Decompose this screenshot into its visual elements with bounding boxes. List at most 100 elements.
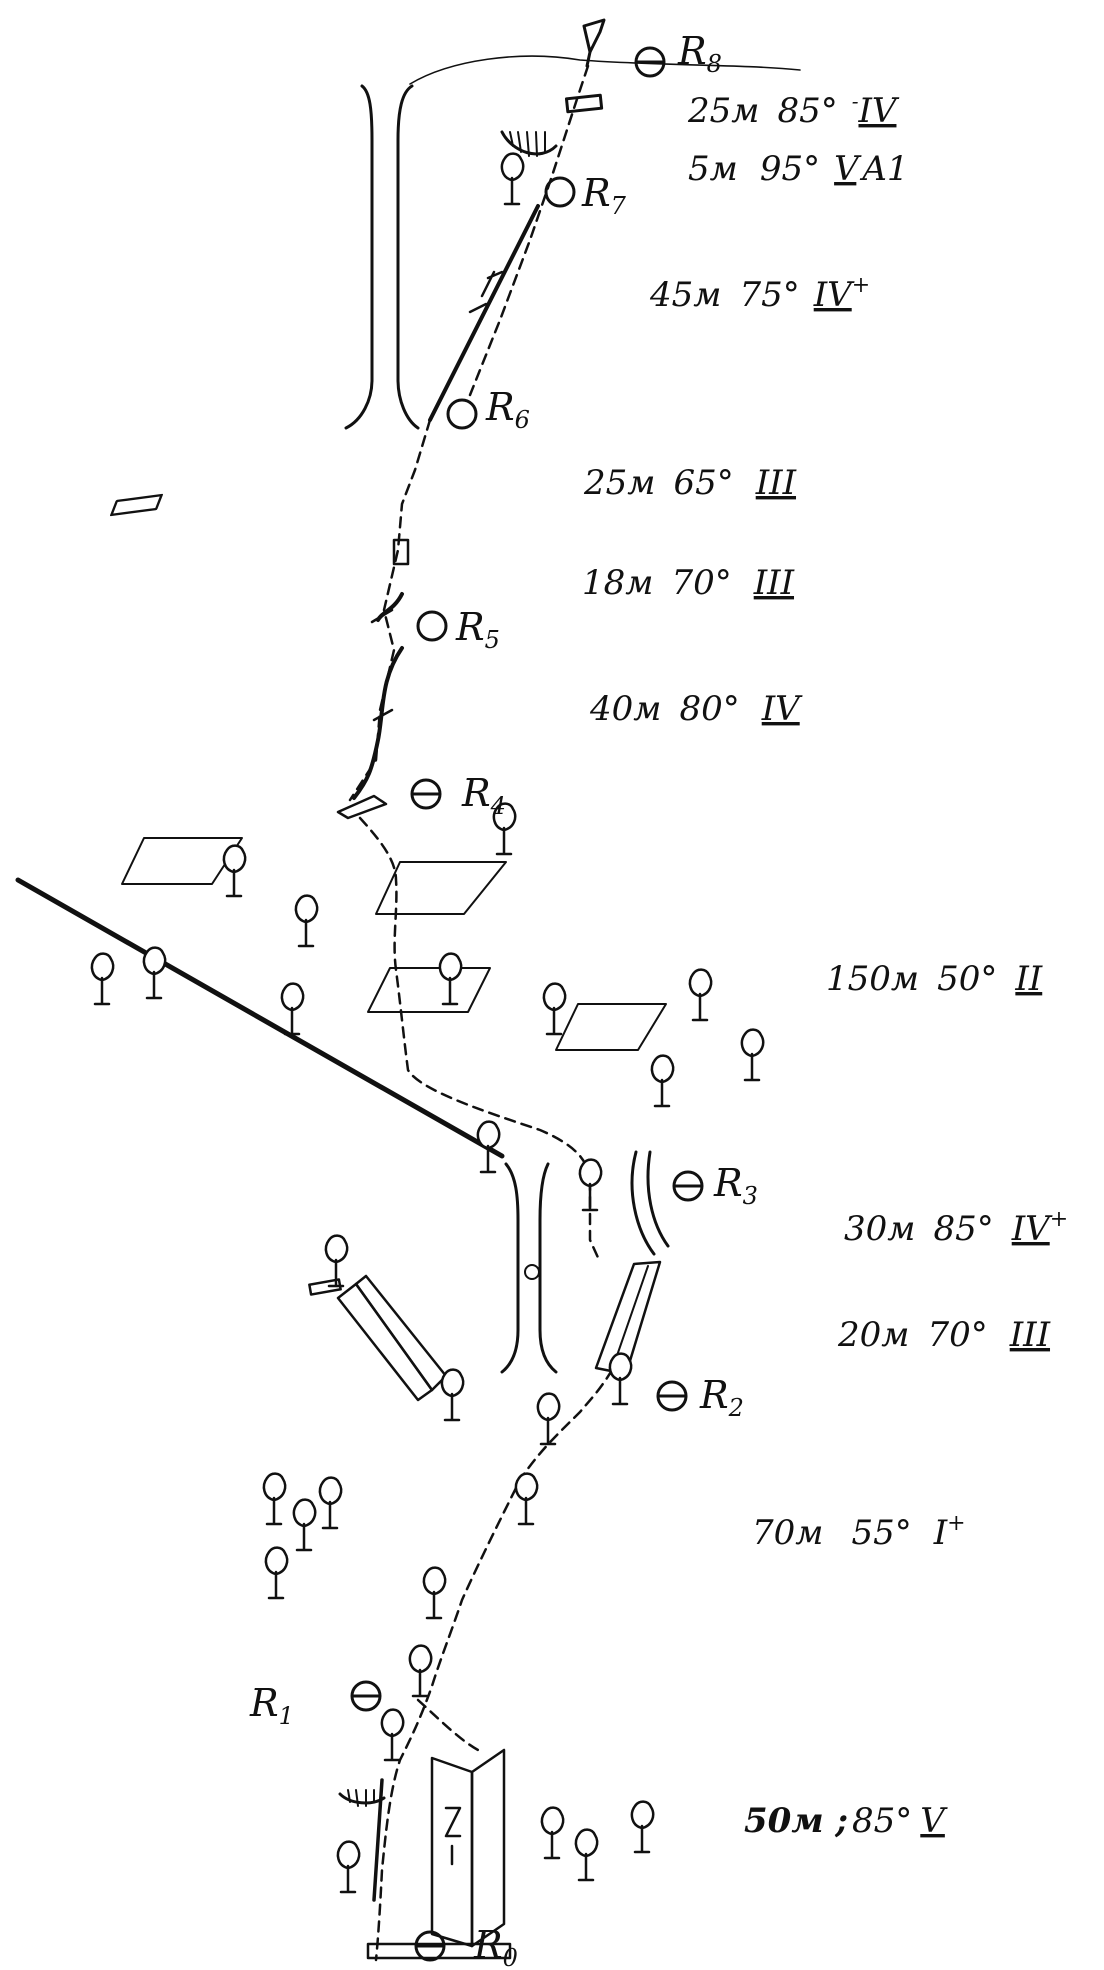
long-ridge-line (15, 877, 505, 1159)
svg-text:50м ;85°V: 50м ;85°V (744, 1801, 948, 1841)
pitch-angle: 95° (760, 149, 820, 189)
belay-label-r6: R6 (485, 385, 530, 434)
pitch-info-r5a: 18м 70° III (582, 563, 795, 603)
pitch-grade: V (920, 1801, 948, 1841)
rope-fixed-middle (352, 592, 404, 800)
pitch-angle: 75° (739, 275, 799, 315)
pitch-grade-prefix: - (852, 89, 859, 113)
pitch-grade: I (933, 1513, 948, 1553)
route-line-slopes (358, 816, 592, 1182)
route-line-lower-right (416, 1698, 480, 1752)
snow-patch-centre-2 (367, 967, 491, 1013)
pitch-length: 50м ; (744, 1801, 848, 1841)
upper-couloir (344, 84, 420, 430)
pitch-angle: 85° (777, 91, 837, 131)
ledge-r6-a (110, 493, 163, 517)
piton-mark-a (468, 270, 504, 314)
pitch-grade: III (1009, 1315, 1051, 1355)
overhang-icon-bottom (338, 1789, 386, 1807)
belay-label-r3: R3 (713, 1161, 758, 1210)
pitch-length: 18м (582, 563, 653, 603)
belay-label-r5: R5 (455, 605, 500, 654)
ledge-r4 (336, 794, 388, 820)
pitch-info-r0: 50м ;85°V (744, 1801, 948, 1841)
wall-r3 (630, 1150, 670, 1256)
belay-station-r0: R0 (414, 1923, 518, 1970)
pitch-grade: IV (761, 689, 803, 729)
pitch-info-r4: 150м 50° II (826, 959, 1043, 999)
belay-label-r2: R2 (699, 1373, 744, 1422)
belay-station-r8: R8 (634, 29, 722, 78)
pitch-length: 45м (649, 275, 721, 315)
dihedral-right-crack (611, 1265, 649, 1371)
pitch-info-r7: 45м 75° IV+ (649, 273, 870, 315)
pitch-grade: IV (1011, 1209, 1053, 1249)
pitch-info-r1: 70м 55° I+ (752, 1511, 966, 1553)
belay-station-r3: R3 (672, 1161, 758, 1210)
belay-label-r4: R4 (461, 771, 506, 820)
pitch-angle: 50° (937, 959, 997, 999)
belay-station-r6: R6 (446, 385, 530, 434)
pitch-grade-suffix: + (852, 273, 870, 298)
pitch-grade: III (755, 463, 797, 503)
pitch-angle: 80° (679, 689, 739, 729)
pitch-length: 25м (687, 91, 759, 131)
dihedral-left (308, 1274, 448, 1402)
lower-couloir (500, 1162, 558, 1374)
pitch-grade: IV (813, 275, 855, 315)
pitch-info-r3: 30м 85° IV+ (844, 1207, 1068, 1249)
route-line-upper (468, 64, 590, 397)
rope-fixed-upper (428, 204, 540, 422)
pitch-length: 20м (837, 1315, 909, 1355)
snow-patch-centre-1 (375, 861, 507, 915)
pitch-length: 30м (844, 1209, 915, 1249)
pitch-grade: III (753, 563, 795, 603)
pitch-grade: II (1014, 959, 1042, 999)
pitch-length: 25м (583, 463, 655, 503)
tree-icons (90, 152, 765, 1894)
belay-station-r7: R7 (544, 171, 627, 220)
pitch-length: 150м (826, 959, 919, 999)
pitch-info-r6: 25м 65° III (583, 463, 797, 503)
summit-flag-icon (582, 18, 606, 68)
belay-station-r4: R4 (410, 771, 506, 820)
rope-fixed-bottom (372, 1778, 384, 1902)
belay-station-r1: R1 (249, 1680, 382, 1730)
pitch-grade: V (834, 149, 862, 189)
pitch-angle: 85° (852, 1801, 912, 1841)
belay-label-r1: R1 (249, 1681, 294, 1730)
pitch-info-r2: 20м 70° III (837, 1315, 1051, 1355)
ledge-r6-b (392, 538, 410, 566)
pitch-grade-suffix: + (1050, 1207, 1068, 1232)
belay-label-r0: R0 (473, 1923, 518, 1970)
pitch-angle: 70° (927, 1315, 987, 1355)
belay-station-r5: R5 (416, 605, 500, 654)
pitch-length: 70м (752, 1513, 823, 1553)
bottom-wall (430, 1748, 506, 1948)
summit-ridge-line (409, 55, 801, 85)
pitch-angle: 55° (851, 1513, 911, 1553)
pitch-length: 5м (688, 149, 738, 189)
snow-patch-right (555, 1003, 667, 1051)
snow-patch-left (121, 837, 243, 885)
pitch-angle: 85° (933, 1209, 993, 1249)
pitch-grade-suffix: + (947, 1511, 965, 1536)
pitch-angle: 65° (673, 463, 733, 503)
pitch-angle: 70° (671, 563, 731, 603)
overhang-icon (500, 130, 558, 157)
piton-mark-b (370, 608, 394, 722)
belay-label-r8: R8 (677, 29, 722, 78)
